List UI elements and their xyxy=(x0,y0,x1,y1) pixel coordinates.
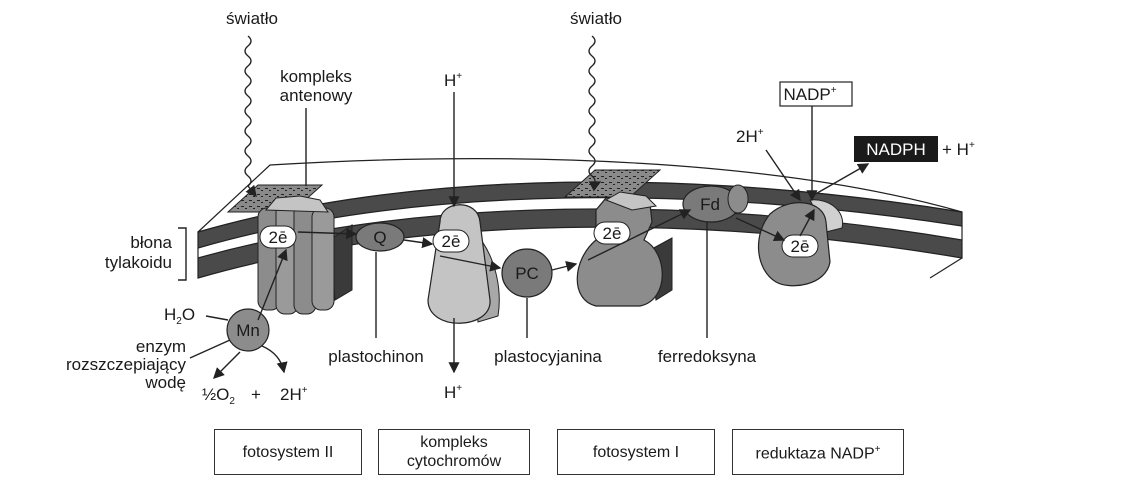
ferredoxin-label: ferredoksyna xyxy=(658,347,757,366)
antenna-label-line1: kompleks xyxy=(280,67,352,86)
mn-label: Mn xyxy=(236,321,260,340)
fd-label: Fd xyxy=(700,195,720,214)
plus-sign: + xyxy=(251,385,261,404)
nadph-box xyxy=(854,136,938,162)
nadph-label: NADPH xyxy=(866,140,926,159)
nadp-box xyxy=(779,81,853,107)
nadp-label: NADP+ xyxy=(783,85,836,104)
q-label: Q xyxy=(373,228,386,247)
photosystem-i-protein xyxy=(576,191,673,307)
enzyme-label-line3: wodę xyxy=(144,373,186,392)
water-line xyxy=(205,315,229,321)
light-left-label: światło xyxy=(226,9,278,28)
light-wave-left xyxy=(244,35,257,198)
cytochrome-complex-box: kompleks cytochromów xyxy=(378,429,530,475)
electron-badge-ps2: 2ē xyxy=(259,225,297,249)
nadp-reductase-box: reduktaza NADP+ xyxy=(732,429,904,475)
cytochrome-label-line1: kompleks xyxy=(420,434,488,451)
pc-label: PC xyxy=(515,264,539,283)
membrane-bracket xyxy=(178,227,187,281)
electron-badge-cyt: 2ē xyxy=(432,229,470,253)
enzyme-label-line1: enzym xyxy=(136,337,186,356)
membrane-label-line2: tylakoidu xyxy=(105,253,172,272)
two-h-top-label: 2H+ xyxy=(736,127,764,146)
cytochrome-label-line2: cytochromów xyxy=(406,453,502,470)
light-wave-right xyxy=(588,35,602,192)
plastoquinone-label: plastochinon xyxy=(328,347,423,366)
photosystem-i-box: fotosystem I xyxy=(557,429,715,475)
electron-path xyxy=(257,208,815,321)
plastocyanin-molecule xyxy=(501,248,553,298)
photosystem-ii-label: fotosystem II xyxy=(242,443,334,461)
h-plus-top: H+ xyxy=(444,71,462,90)
protons-in-arrow xyxy=(765,149,801,202)
electron-badge-ps1: 2ē xyxy=(593,221,631,245)
enzyme-label-line2: rozszczepiający xyxy=(66,355,186,374)
two-h-plus-label: 2H+ xyxy=(280,385,308,404)
enzyme-pointer xyxy=(189,339,231,359)
svg-text:2ē: 2ē xyxy=(269,228,288,247)
svg-text:2ē: 2ē xyxy=(791,237,810,256)
photosystem-ii-box: fotosystem II xyxy=(214,429,362,475)
membrane-label-line1: błona xyxy=(130,233,172,252)
svg-text:2ē: 2ē xyxy=(603,224,622,243)
nadph-out-arrow xyxy=(811,163,870,197)
plastocyanin-label: plastocyjanina xyxy=(494,347,602,366)
nadph-plus-h-label: + H+ xyxy=(942,140,975,159)
electron-badge-reductase: 2ē xyxy=(781,234,819,258)
svg-text:2ē: 2ē xyxy=(442,232,461,251)
water-label: H2O xyxy=(164,305,195,327)
h-plus-bottom: H+ xyxy=(444,383,462,402)
photosystem-i-label: fotosystem I xyxy=(592,443,680,461)
light-right-label: światło xyxy=(570,9,622,28)
protons-arrow xyxy=(261,345,288,374)
nadp-reductase-label: reduktaza NADP+ xyxy=(755,444,881,463)
antenna-label-line2: antenowy xyxy=(280,86,353,105)
oxygen-label: ½O2 xyxy=(202,385,235,407)
oxygen-arrow xyxy=(213,351,241,379)
